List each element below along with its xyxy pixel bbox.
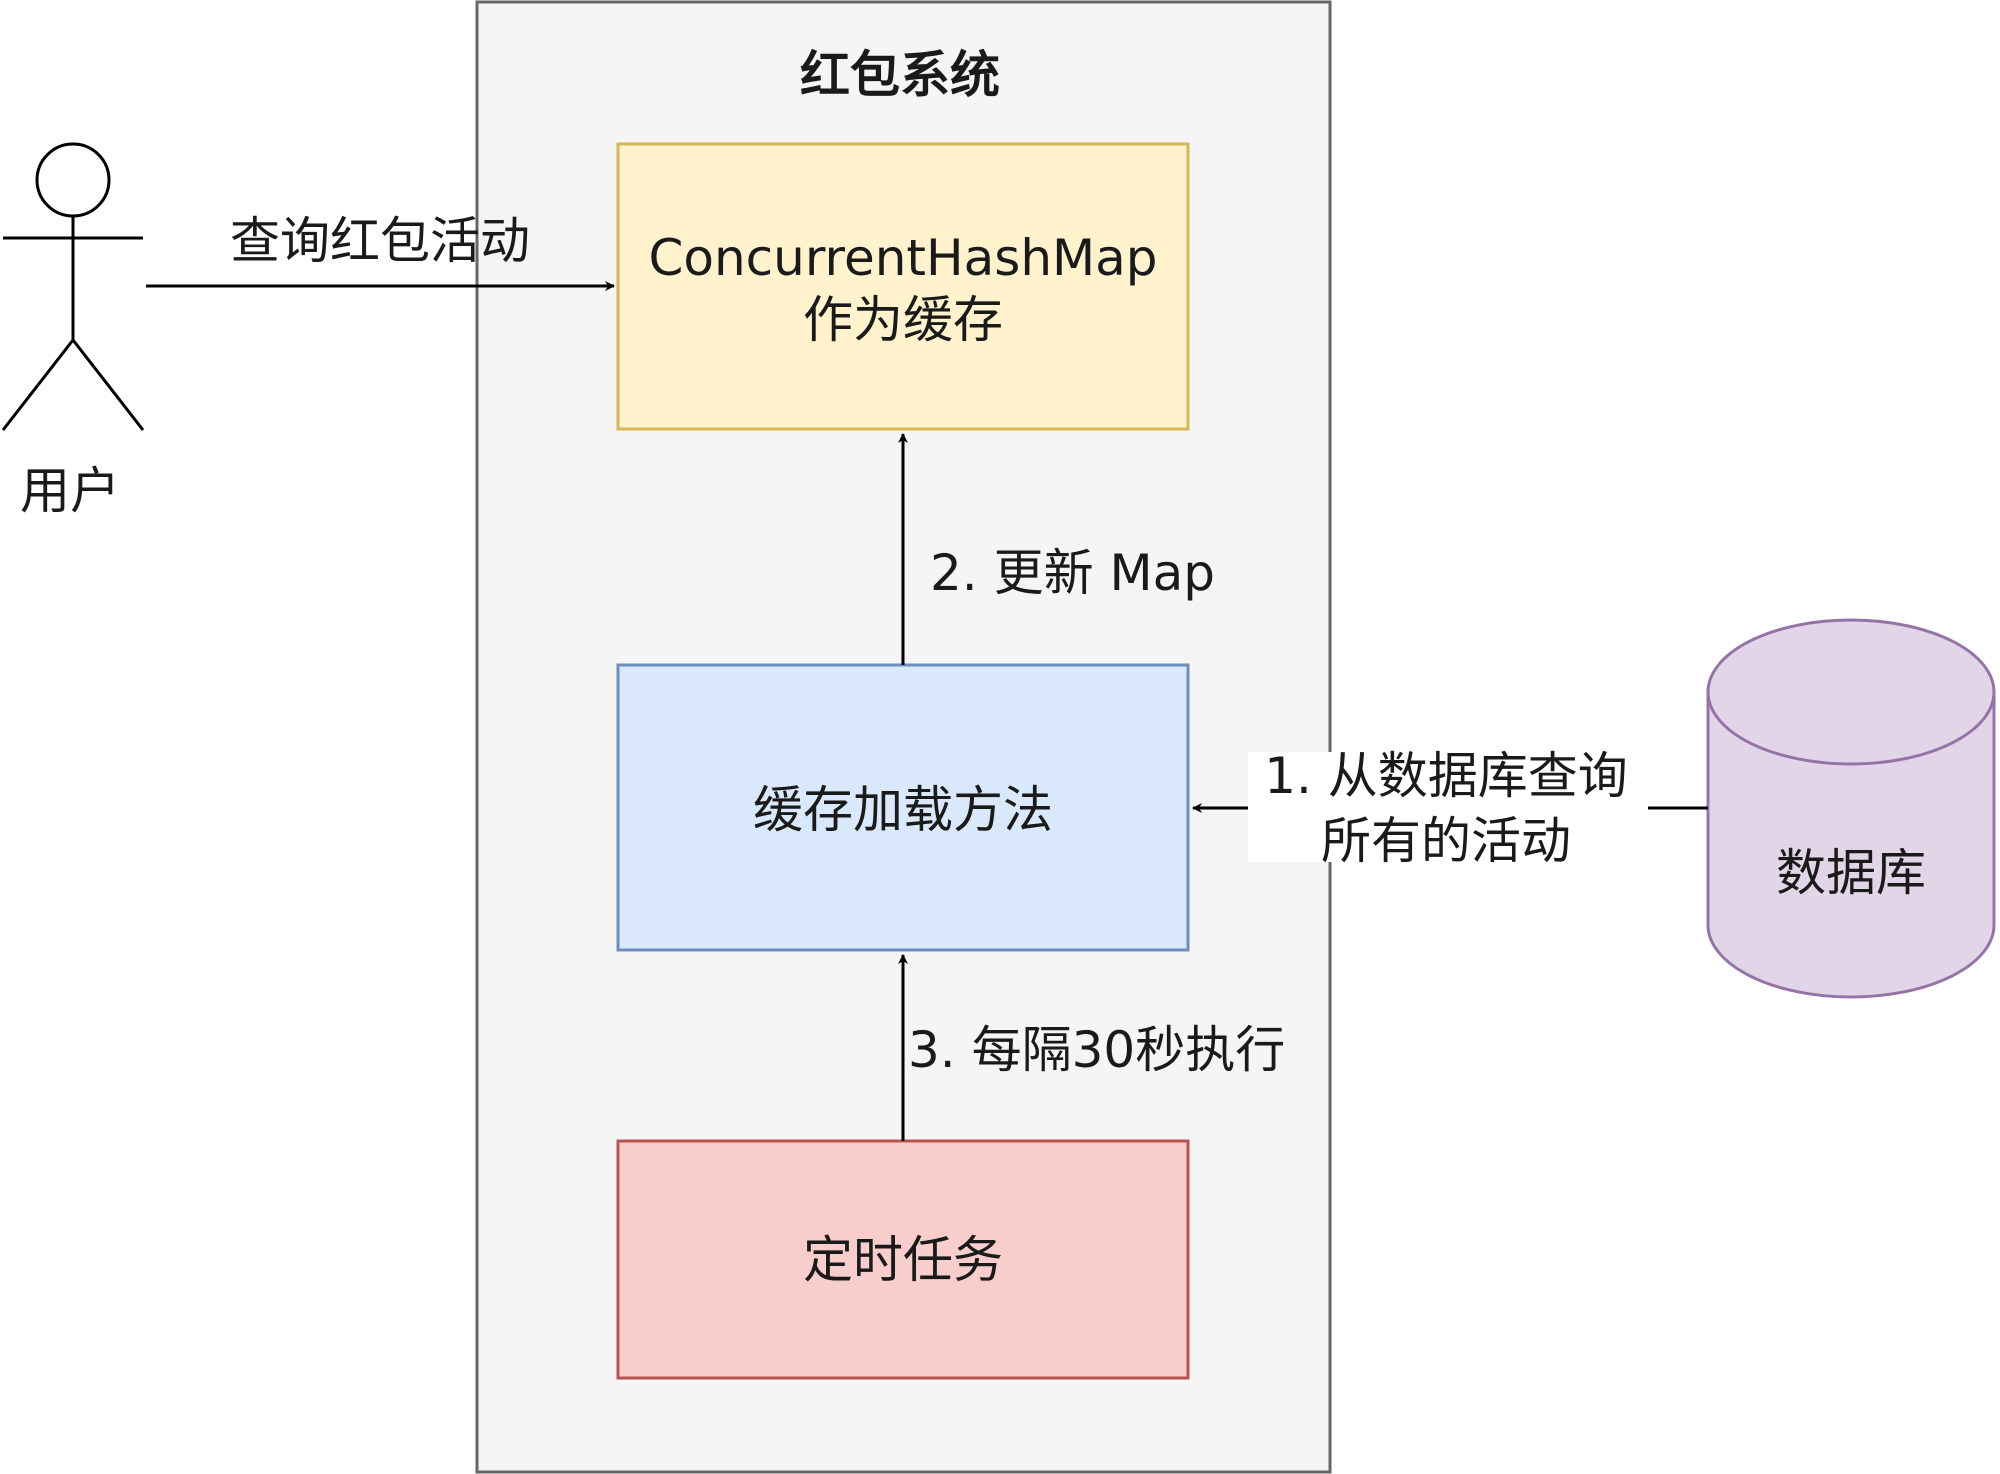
system-title: 红包系统 [800,46,1000,104]
cache-box [616,142,1190,431]
timer-node: 定时任务 [616,1139,1190,1380]
database-label: 数据库 [1776,844,1926,902]
edge-load-from-db-label-bg [1248,752,1648,862]
edge-query-activity: 查询红包活动 [146,212,615,291]
cache-node: ConcurrentHashMap 作为缓存 [616,142,1190,431]
actor-head-icon [35,142,111,218]
actor-right-leg [71,339,145,431]
edge-query-activity-label: 查询红包活动 [230,212,530,270]
database-cylinder-rim [1706,691,1996,766]
database-cylinder [1706,618,1996,999]
actor-label: 用户 [20,462,120,520]
edge-update-map-label: 2. 更新 Map [930,544,1215,602]
actor-left-leg [1,339,75,431]
cache-label-line1: ConcurrentHashMap [648,229,1157,287]
cache-label-line2: 作为缓存 [803,291,1003,349]
edge-every-30s: 3. 每隔30秒执行 [898,954,1285,1141]
database-node: 数据库 [1706,618,1996,999]
loader-node: 缓存加载方法 [616,663,1190,952]
edge-update-map: 2. 更新 Map [898,433,1215,665]
timer-label: 定时任务 [803,1231,1003,1289]
edge-load-from-db: 1. 从数据库查询 所有的活动 [1192,747,1708,870]
loader-label: 缓存加载方法 [753,781,1053,839]
edge-every-30s-label: 3. 每隔30秒执行 [908,1021,1285,1079]
edge-load-from-db-label-line2: 所有的活动 [1321,812,1571,870]
user-actor [1,142,145,431]
edge-load-from-db-label-line1: 1. 从数据库查询 [1264,747,1628,805]
